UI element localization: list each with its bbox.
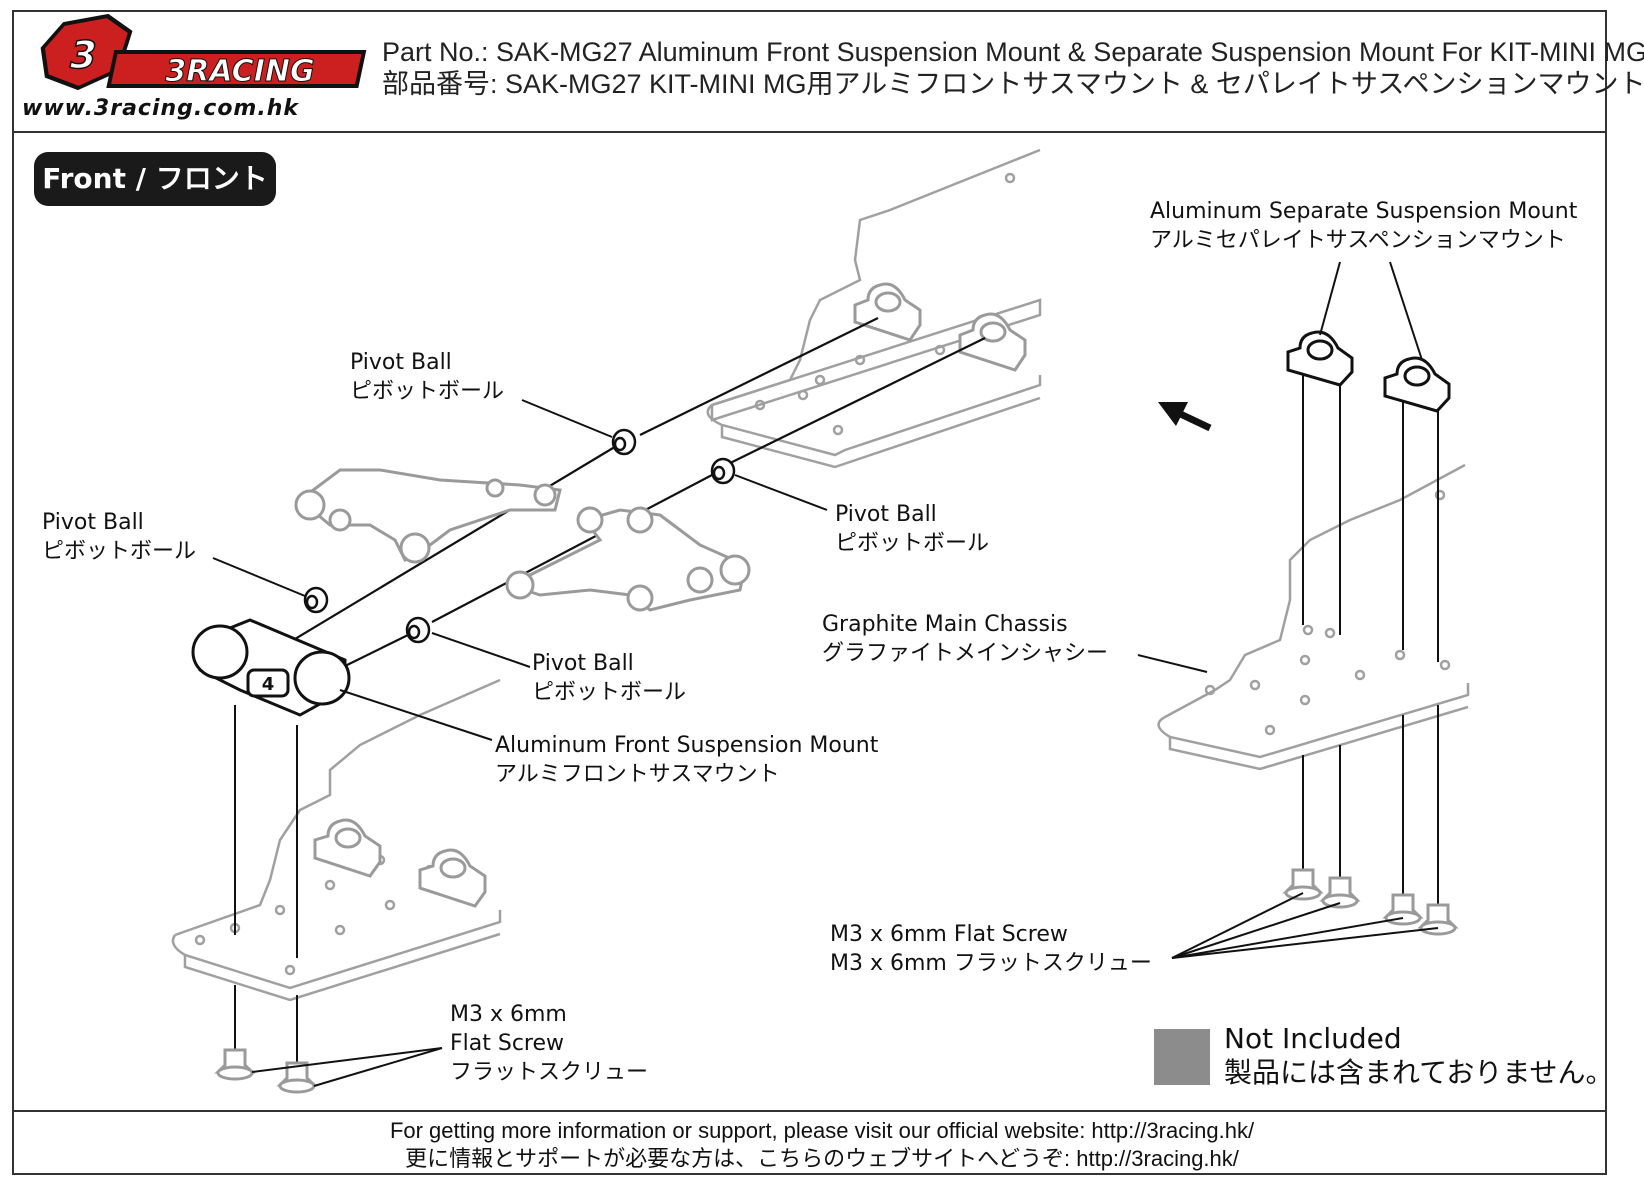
callout-pivot-ball-top: Pivot Ball ピボットボール <box>350 350 505 404</box>
top-chassis-plate <box>706 148 1042 469</box>
callout-front-suspension-mount: Aluminum Front Suspension Mount アルミフロントサ… <box>495 733 879 787</box>
lower-suspension-arm <box>505 506 751 612</box>
logo-wordmark: 3RACING <box>165 54 314 89</box>
callout-leader-lines <box>212 261 1439 1087</box>
callout-separate-suspension-mount: Aluminum Separate Suspension Mount アルミセパ… <box>1150 199 1578 253</box>
callout-graphite-main-chassis: Graphite Main Chassis グラファイトメインシャシー <box>822 612 1109 666</box>
footer-divider <box>12 1110 1607 1112</box>
callout-pivot-ball-lower: Pivot Ball ピボットボール <box>532 651 687 705</box>
right-chassis-plate <box>1157 463 1470 771</box>
callout-flat-screw-left: M3 x 6mm Flat Screw フラットスクリュー <box>450 1002 649 1085</box>
not-included-swatch <box>1154 1029 1210 1085</box>
right-screw-axis-lines <box>1302 375 1439 905</box>
pivot-ball-parts <box>303 428 736 644</box>
left-flat-screws <box>214 1048 318 1094</box>
aluminum-front-suspension-mount <box>191 618 351 717</box>
right-flat-screws <box>1282 868 1459 936</box>
pivot-ball-left <box>303 586 329 614</box>
document-title: Part No.: SAK-MG27 Aluminum Front Suspen… <box>382 36 1644 100</box>
3racing-logo: 3 3RACING <box>40 14 367 91</box>
upper-suspension-arm <box>294 468 562 564</box>
section-label-front: Front / フロント <box>34 152 276 206</box>
not-included-legend: Not Included 製品には含まれておりません。 <box>1224 1022 1614 1089</box>
callout-pivot-ball-right: Pivot Ball ピボットボール <box>835 502 990 556</box>
callout-flat-screw-right: M3 x 6mm Flat Screw M3 x 6mm フラットスクリュー <box>830 922 1152 976</box>
callout-pivot-ball-left: Pivot Ball ピボットボール <box>42 510 197 564</box>
assembly-axis-lines <box>274 317 986 667</box>
top-chassis-posts <box>853 282 1027 372</box>
footer-english: For getting more information or support,… <box>389 1118 1255 1143</box>
footer-support-info: For getting more information or support,… <box>0 1117 1644 1173</box>
logo-website: www.3racing.com.hk <box>22 96 300 121</box>
part-mark-number: 4 <box>262 674 275 695</box>
aluminum-separate-suspension-mounts <box>1286 330 1451 413</box>
bottom-chassis-plate <box>171 678 502 1002</box>
instruction-sheet-frame <box>12 10 1607 1175</box>
pivot-ball-lower <box>405 616 431 644</box>
direction-arrow <box>1158 402 1212 432</box>
header-divider <box>12 131 1607 133</box>
footer-japanese: 更に情報とサポートが必要な方は、こちらのウェブサイトへどうぞ: http://3… <box>405 1146 1239 1171</box>
pivot-ball-top <box>611 428 637 456</box>
pivot-ball-right <box>710 457 736 485</box>
title-english: Part No.: SAK-MG27 Aluminum Front Suspen… <box>382 37 1644 67</box>
title-japanese: 部品番号: SAK-MG27 KIT-MINI MG用アルミフロントサスマウント… <box>382 69 1644 99</box>
bottom-chassis-posts <box>313 818 487 908</box>
svg-text:3: 3 <box>65 33 101 78</box>
